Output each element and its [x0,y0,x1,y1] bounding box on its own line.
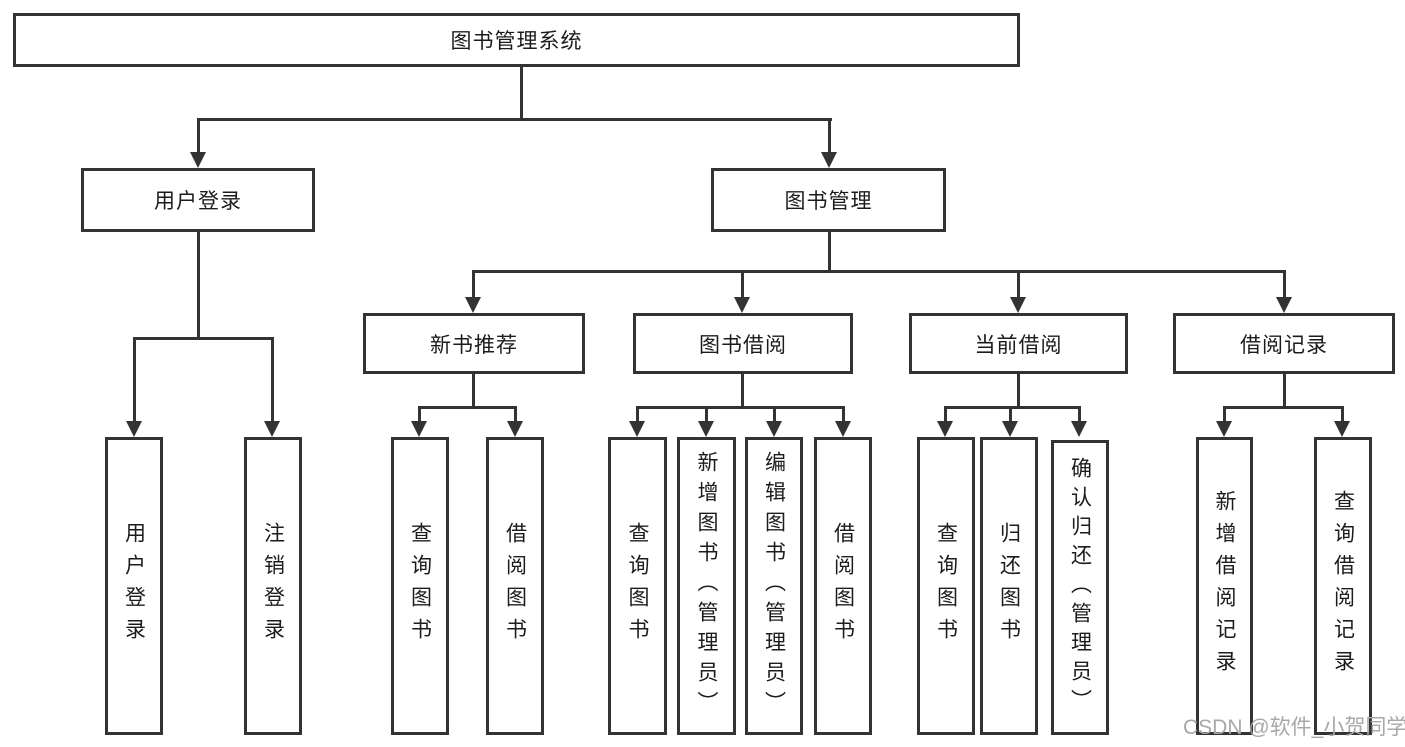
connector-nbr-hline [418,406,517,409]
leaf-cb-query-books: 查询图书 [917,437,975,735]
leaf-user-login-label: 用户登录 [122,522,146,650]
arrowhead-leaf-logout [264,421,280,437]
arrowhead-br-query [1334,421,1350,437]
node-new-book-rec: 新书推荐 [363,313,585,374]
connector-br-query-shaft [1341,406,1344,423]
connector-userlogin-shaft [197,118,200,154]
leaf-br-add-record-label: 新增借阅记录 [1213,490,1236,682]
connector-bb-shaft [741,270,744,298]
connector-cb-hline [944,406,1081,409]
leaf-bb-borrow-books-label: 借阅图书 [831,522,855,650]
leaf-bb-edit-books: 编辑图书（管理员） [745,437,803,735]
connector-cb-confirm-shaft [1078,406,1081,423]
connector-bb-borrow-shaft [842,406,845,423]
connector-cb-query-shaft [944,406,947,423]
leaf-cb-return-books-label: 归还图书 [997,522,1021,650]
connector-bookmgmt-shaft [828,118,831,154]
csdn-watermark: CSDN @软件_小贺同学 [1183,716,1405,739]
leaf-bb-query-books: 查询图书 [608,437,667,735]
node-root-label: 图书管理系统 [450,30,583,53]
leaf-cb-query-books-label: 查询图书 [934,522,958,650]
node-user-login-label: 用户登录 [154,190,242,213]
leaf-bb-query-books-label: 查询图书 [626,522,649,650]
arrowhead-cb-query [937,421,953,437]
connector-bookmgmt-stem [828,232,831,270]
connector-root-stem [520,67,523,118]
connector-cb-stem [1017,374,1020,406]
connector-leaf-logout-shaft [271,337,274,421]
leaf-br-add-record: 新增借阅记录 [1196,437,1253,735]
leaf-bb-edit-books-label: 编辑图书（管理员） [762,451,786,721]
connector-bookmgmt-hline [473,270,1285,273]
node-current-borrow: 当前借阅 [909,313,1128,374]
connector-nbr-borrow-shaft [514,406,517,423]
leaf-nbr-borrow-books-label: 借阅图书 [503,522,527,650]
node-book-mgmt-label: 图书管理 [784,190,873,213]
leaf-logout-label: 注销登录 [261,522,285,650]
leaf-bb-add-books-label: 新增图书（管理员） [695,451,718,721]
connector-br-stem [1283,374,1286,406]
arrowhead-br [1276,297,1292,313]
arrowhead-bb [734,297,750,313]
connector-cb-shaft [1017,270,1020,298]
connector-bb-query-shaft [636,406,639,423]
leaf-user-login: 用户登录 [105,437,163,735]
connector-userlogin-stem [197,232,200,337]
leaf-cb-confirm-return-label: 确认归还（管理员） [1068,457,1092,718]
arrowhead-userlogin [190,152,206,168]
arrowhead-nbr-query [411,421,427,437]
arrowhead-nbr-borrow [507,421,523,437]
arrowhead-cb [1010,297,1026,313]
leaf-bb-borrow-books: 借阅图书 [814,437,872,735]
leaf-nbr-borrow-books: 借阅图书 [486,437,544,735]
leaf-logout: 注销登录 [244,437,302,735]
node-borrow-records-label: 借阅记录 [1240,333,1328,357]
arrowhead-cb-return [1002,421,1018,437]
node-book-borrow-label: 图书借阅 [699,333,787,357]
connector-userlogin-hline [133,337,274,340]
arrowhead-leaf-userlogin [126,421,142,437]
connector-bb-stem [741,374,744,406]
arrowhead-bb-edit [766,421,782,437]
leaf-cb-return-books: 归还图书 [980,437,1038,735]
arrowhead-bb-query [629,421,645,437]
connector-cb-return-shaft [1009,406,1012,423]
arrowhead-nbr [465,297,481,313]
node-borrow-records: 借阅记录 [1173,313,1395,374]
arrowhead-bb-borrow [835,421,851,437]
connector-nbr-stem [472,374,475,406]
leaf-br-query-record-label: 查询借阅记录 [1331,490,1355,682]
leaf-bb-add-books: 新增图书（管理员） [677,437,736,735]
node-new-book-rec-label: 新书推荐 [430,333,518,357]
node-book-mgmt: 图书管理 [711,168,946,232]
connector-bb-add-shaft [705,406,708,423]
leaf-cb-confirm-return: 确认归还（管理员） [1051,440,1109,735]
node-user-login: 用户登录 [81,168,315,232]
connector-nbr-shaft [472,270,475,298]
leaf-nbr-query-books: 查询图书 [391,437,449,735]
arrowhead-bookmgmt [821,152,837,168]
connector-bb-edit-shaft [773,406,776,423]
arrowhead-cb-confirm [1071,421,1087,437]
node-current-borrow-label: 当前借阅 [974,333,1063,357]
connector-br-hline [1223,406,1344,409]
connector-br-shaft [1283,270,1286,298]
leaf-nbr-query-books-label: 查询图书 [408,522,432,650]
connector-bb-hline [636,406,845,409]
leaf-br-query-record: 查询借阅记录 [1314,437,1372,735]
connector-br-add-shaft [1223,406,1226,423]
arrowhead-bb-add [698,421,714,437]
node-root: 图书管理系统 [13,13,1020,67]
connector-nbr-query-shaft [418,406,421,423]
arrowhead-br-add [1216,421,1232,437]
node-book-borrow: 图书借阅 [633,313,853,374]
connector-leaf-userlogin-shaft [133,337,136,421]
connector-root-hline [197,118,832,121]
